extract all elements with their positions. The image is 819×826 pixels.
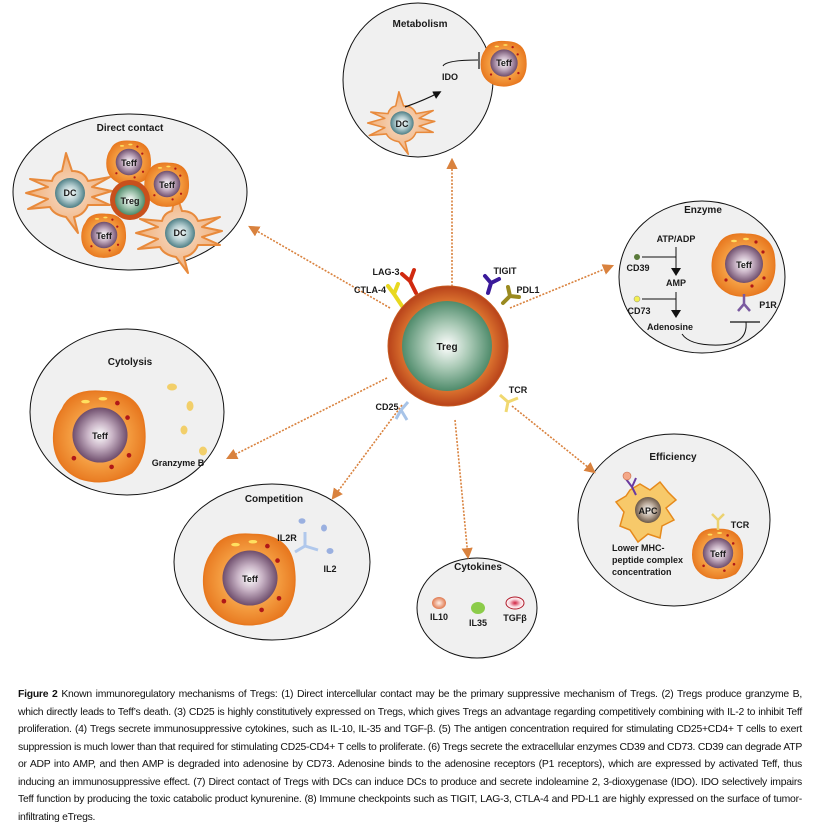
connector-arrows: [225, 157, 615, 560]
granzyme-label: Granzyme B: [152, 458, 205, 468]
atp-label: ATP/ADP: [657, 234, 696, 244]
panel-enzyme: Enzyme ATP/ADP CD39 AMP CD73 Adenosine T…: [618, 200, 786, 354]
p1r-receptor-icon: [737, 294, 751, 312]
il2-molecule: [326, 548, 334, 554]
pdl1-receptor-icon: [501, 285, 521, 305]
il35-label: IL35: [469, 618, 487, 628]
ido-label: IDO: [442, 72, 458, 82]
teff-label: Teff: [496, 58, 513, 68]
panel-direct-contact: Direct contact DC DC Teff Teff Teff Treg: [12, 113, 248, 274]
granzyme-granule: [186, 401, 194, 411]
arrow-to-direct-contact: [248, 225, 391, 309]
lag3-label: LAG-3: [373, 267, 400, 277]
apc-label: APC: [638, 506, 658, 516]
il2r-receptor-icon: [294, 532, 319, 554]
tcr-receptor-icon: [499, 393, 519, 413]
figure-label: Figure 2: [18, 689, 58, 700]
figure-caption: Figure 2 Known immunoregulatory mechanis…: [18, 686, 802, 826]
treg-mechanisms-diagram: Metabolism DC IDO Teff Direct contact DC…: [12, 2, 786, 659]
ctla4-label: CTLA-4: [354, 285, 386, 295]
panel-title-cytolysis: Cytolysis: [108, 357, 153, 368]
arrow-to-cytokines: [454, 419, 473, 560]
teff-label: Teff: [736, 260, 753, 270]
amp-label: AMP: [666, 278, 686, 288]
panel-efficiency: Efficiency APC Teff TCR Lower MHC- pepti…: [577, 433, 771, 607]
tcr-label: TCR: [731, 520, 750, 530]
pdl1-label: PDL1: [516, 285, 539, 295]
teff-label: Teff: [710, 549, 727, 559]
treg-label: Treg: [120, 196, 139, 206]
caption-text: Known immunoregulatory mechanisms of Tre…: [18, 689, 802, 823]
cd25-receptor-icon: [394, 401, 410, 421]
granzyme-granule: [180, 425, 188, 435]
cd73-label: CD73: [627, 306, 650, 316]
panel-metabolism: Metabolism DC IDO Teff: [342, 2, 527, 158]
arrow-to-enzyme: [509, 264, 615, 309]
dc-label: DC: [396, 119, 409, 129]
tcr-label: TCR: [509, 385, 528, 395]
adenosine-label: Adenosine: [647, 322, 693, 332]
cd25-label: CD25: [375, 402, 398, 412]
il2-molecule: [298, 518, 306, 524]
panel-title-competition: Competition: [245, 494, 303, 505]
il2-molecule: [321, 524, 327, 532]
teff-label: Teff: [92, 431, 109, 441]
panel-title-direct-contact: Direct contact: [97, 123, 164, 134]
note-line: concentration: [612, 567, 672, 577]
arrow-to-cytolysis: [225, 377, 388, 460]
tgfb-label: TGFβ: [503, 613, 527, 623]
arrow-to-competition: [331, 404, 403, 500]
note-line: peptide complex: [612, 555, 683, 565]
il10-icon: [432, 597, 446, 609]
panel-competition: Competition Teff IL2R IL2: [173, 483, 371, 641]
center-treg-cell: Treg LAG-3 CTLA-4 TIGIT PDL1 CD25 TCR: [354, 266, 540, 421]
induce-arrow: [404, 91, 442, 108]
dc-label: DC: [64, 188, 77, 198]
peptide-icon: [622, 471, 632, 481]
il35-icon: [471, 602, 485, 614]
cd73-icon: [633, 295, 641, 303]
note-line: Lower MHC-: [612, 543, 665, 553]
teff-label: Teff: [159, 180, 176, 190]
cd39-label: CD39: [626, 263, 649, 273]
il2-label: IL2: [323, 564, 336, 574]
tigit-receptor-icon: [483, 274, 501, 295]
cd39-icon: [634, 254, 640, 260]
granzyme-granule: [199, 446, 207, 456]
ctla4-receptor-icon: [386, 282, 404, 308]
panel-title-metabolism: Metabolism: [392, 19, 447, 30]
dc-label: DC: [174, 228, 187, 238]
panel-cytokines: Cytokines IL10 IL35 TGFβ: [416, 557, 538, 659]
teff-label: Teff: [121, 158, 138, 168]
tcr-receptor-icon: [711, 513, 725, 530]
arrow-to-efficiency: [511, 405, 596, 474]
tgfb-icon: [505, 596, 525, 610]
teff-label: Teff: [96, 231, 113, 241]
panel-title-efficiency: Efficiency: [649, 452, 697, 463]
panel-title-cytokines: Cytokines: [454, 562, 502, 573]
p1r-label: P1R: [759, 300, 777, 310]
panel-cytolysis: Cytolysis Teff Granzyme B: [29, 328, 225, 496]
granzyme-granule: [167, 383, 177, 391]
lag3-receptor-icon: [400, 268, 418, 295]
panel-title-enzyme: Enzyme: [684, 205, 722, 216]
il10-label: IL10: [430, 612, 448, 622]
mhc-receptor-icon: [625, 477, 637, 496]
tigit-label: TIGIT: [494, 266, 517, 276]
il2r-label: IL2R: [277, 533, 297, 543]
teff-label: Teff: [242, 574, 259, 584]
treg-label: Treg: [436, 342, 457, 353]
